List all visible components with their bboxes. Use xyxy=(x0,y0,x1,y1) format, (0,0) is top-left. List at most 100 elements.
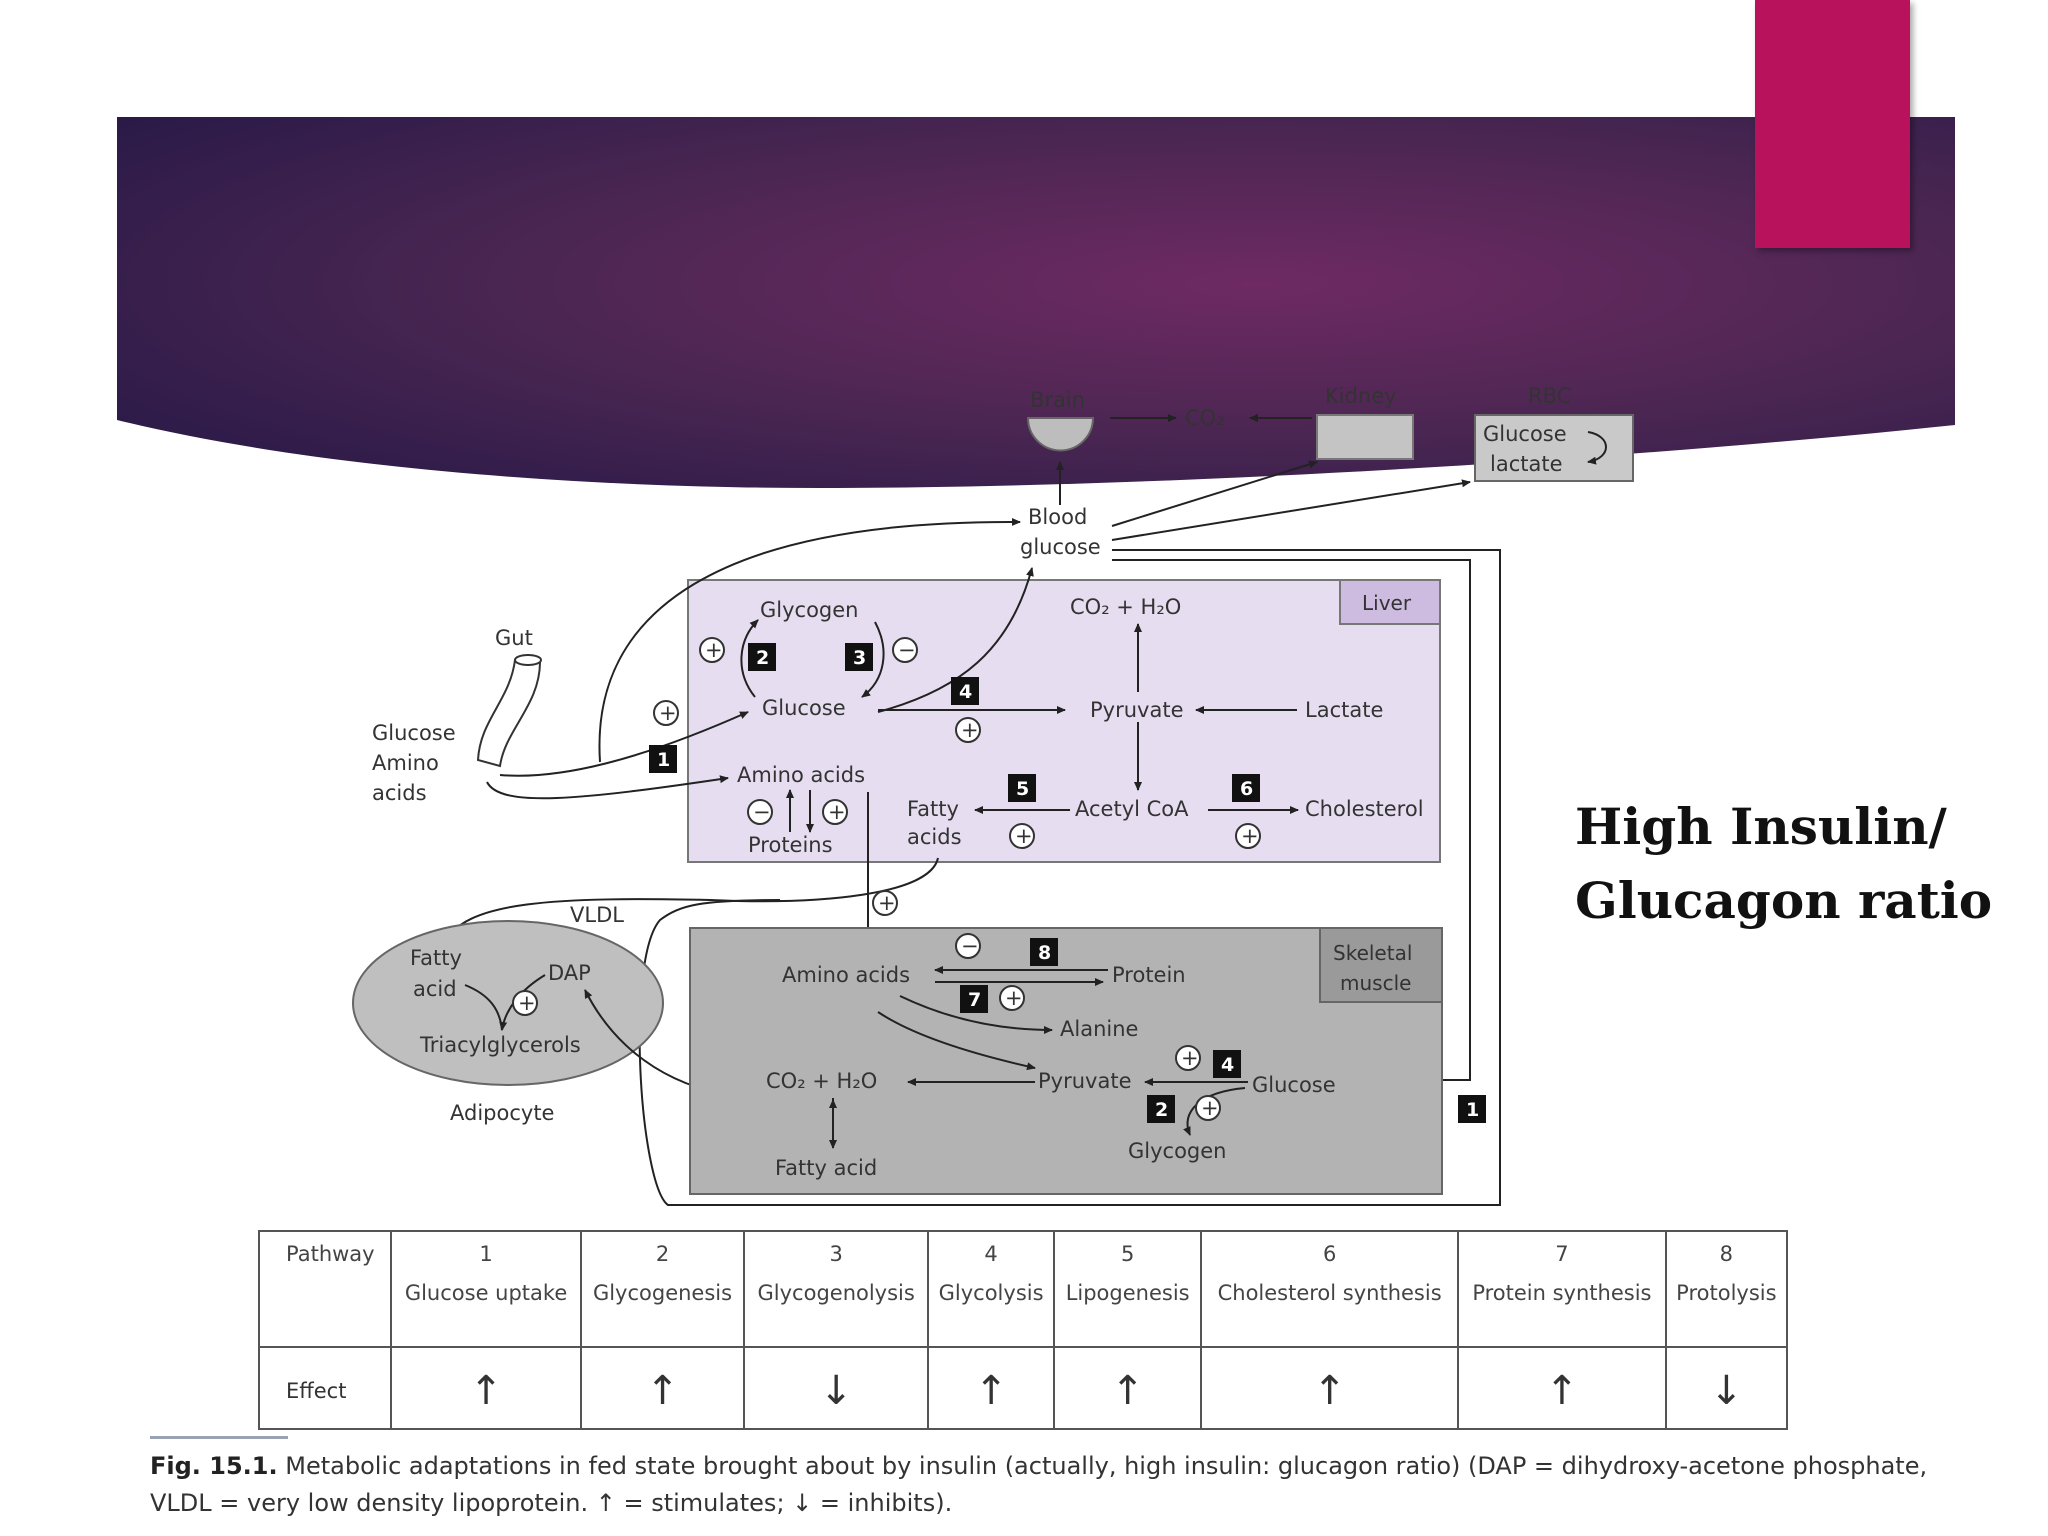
badge-4-liver: 4 xyxy=(951,677,979,705)
blood-to-rbc-arrow xyxy=(1111,479,1471,541)
plus-circle-vldl: + xyxy=(872,890,898,916)
badge-6-liver: 6 xyxy=(1232,774,1260,802)
gut-input-amino: Amino xyxy=(372,751,439,775)
badge-2-muscle: 2 xyxy=(1147,1095,1175,1123)
liver-acetyl-coa: Acetyl CoA xyxy=(1075,797,1189,821)
muscle-glucose: Glucose xyxy=(1252,1073,1336,1097)
liver-box xyxy=(687,579,1441,863)
liver-amino-acids: Amino acids xyxy=(737,763,865,787)
muscle-label-1: Skeletal xyxy=(1333,941,1412,965)
table-header-effect: Effect xyxy=(257,1346,393,1430)
svg-text:+: + xyxy=(1241,824,1259,848)
side-title-line-2: Glucagon ratio xyxy=(1575,871,1993,930)
table-cell-effect-8: ↓ xyxy=(1664,1346,1789,1430)
table-cell-effect-1: ↑ xyxy=(390,1346,582,1430)
badge-1-muscle: 1 xyxy=(1458,1095,1486,1123)
rbc-cycle-arrow xyxy=(1587,431,1607,465)
gut-to-liver-aa-arrow xyxy=(486,775,729,800)
muscle-box xyxy=(689,927,1443,1195)
figure-number: Fig. 15.1. xyxy=(150,1452,278,1480)
svg-text:4: 4 xyxy=(959,681,972,703)
table-row-effects: Effect ↑ ↑ ↓ ↑ ↑ ↑ ↑ ↓ xyxy=(257,1346,1789,1430)
table-cell-effect-6: ↑ xyxy=(1200,1346,1460,1430)
vldl-label: VLDL xyxy=(570,903,624,927)
liver-fatty-to-vldl xyxy=(443,857,939,946)
gut-to-blood-arrow xyxy=(598,517,1021,763)
gut-tube xyxy=(476,658,542,768)
badge-8-muscle: 8 xyxy=(1030,938,1058,966)
liver-fatty: Fatty xyxy=(907,797,959,821)
liver-glycogen: Glycogen xyxy=(760,598,859,622)
badge-5-liver: 5 xyxy=(1008,774,1036,802)
aa-to-alanine-arrow xyxy=(899,995,1053,1034)
blood-to-liver-boundary xyxy=(638,549,1501,1206)
plus-circle-glycolysis: + xyxy=(955,717,981,743)
svg-text:−: − xyxy=(961,934,979,958)
adipocyte-fatty: Fatty xyxy=(410,946,462,970)
blood-glucose-label: glucose xyxy=(1020,535,1101,559)
muscle-label-2: muscle xyxy=(1340,971,1411,995)
badge-3-liver: 3 xyxy=(845,643,873,671)
svg-text:8: 8 xyxy=(1038,942,1051,964)
svg-text:1: 1 xyxy=(657,749,670,771)
muscle-protein: Protein xyxy=(1112,963,1186,987)
svg-text:+: + xyxy=(659,701,677,725)
blood-to-kidney-arrow xyxy=(1111,460,1318,527)
liver-cholesterol: Cholesterol xyxy=(1305,797,1424,821)
muscle-pyruvate: Pyruvate xyxy=(1038,1069,1132,1093)
table-cell-effect-2: ↑ xyxy=(579,1346,746,1430)
plus-circle-glycogenesis-muscle: + xyxy=(1195,1095,1221,1121)
adipocyte-label: Adipocyte xyxy=(450,1101,554,1125)
svg-text:+: + xyxy=(705,638,723,662)
liver-lactate: Lactate xyxy=(1305,698,1383,722)
adipocyte-acid: acid xyxy=(413,977,457,1001)
svg-text:7: 7 xyxy=(968,989,981,1011)
svg-text:+: + xyxy=(1181,1046,1199,1070)
plus-circle-cholesterol: + xyxy=(1235,823,1261,849)
liver-acids: acids xyxy=(907,825,962,849)
svg-text:3: 3 xyxy=(853,647,866,669)
caption-divider xyxy=(150,1436,288,1439)
plus-circle-adipocyte: + xyxy=(512,990,538,1016)
minus-circle-glycogenolysis: − xyxy=(892,637,918,663)
muscle-co2-h2o: CO₂ + H₂O xyxy=(766,1069,877,1093)
brain-shape xyxy=(1026,417,1095,452)
figure-caption: Fig. 15.1. Metabolic adaptations in fed … xyxy=(150,1448,1950,1522)
svg-text:+: + xyxy=(1015,824,1033,848)
svg-text:5: 5 xyxy=(1016,778,1029,800)
svg-text:6: 6 xyxy=(1240,778,1253,800)
plus-circle-glycogenesis: + xyxy=(699,637,725,663)
minus-circle-proteolysis-liver: − xyxy=(747,799,773,825)
svg-text:−: − xyxy=(898,638,916,662)
svg-text:+: + xyxy=(878,891,896,915)
glycogenesis-arrow xyxy=(740,619,759,698)
muscle-amino-acids: Amino acids xyxy=(782,963,910,987)
svg-text:+: + xyxy=(1005,986,1023,1010)
liver-co2-h2o: CO₂ + H₂O xyxy=(1070,595,1181,619)
rbc-label: RBC xyxy=(1528,384,1571,408)
co2-label: CO₂ xyxy=(1185,406,1225,430)
svg-text:+: + xyxy=(961,718,979,742)
badge-1-liver: 1 xyxy=(649,745,677,773)
liver-label: Liver xyxy=(1362,591,1412,615)
plus-circle-protein-liver: + xyxy=(822,799,848,825)
kidney-label: Kidney xyxy=(1325,384,1397,408)
table-cell-effect-3: ↓ xyxy=(743,1346,930,1430)
gut-input-acids: acids xyxy=(372,781,427,805)
svg-text:−: − xyxy=(753,800,771,824)
gut-input-glucose: Glucose xyxy=(372,721,456,745)
gut-opening xyxy=(514,654,542,666)
badge-4-muscle: 4 xyxy=(1213,1050,1241,1078)
rbc-glucose-label: Glucose xyxy=(1483,422,1567,446)
svg-text:2: 2 xyxy=(756,647,769,669)
badge-7-muscle: 7 xyxy=(960,985,988,1013)
gut-to-liver-glucose-arrow xyxy=(499,711,749,777)
liver-proteins: Proteins xyxy=(748,833,833,857)
muscle-label-box xyxy=(1319,927,1443,1003)
